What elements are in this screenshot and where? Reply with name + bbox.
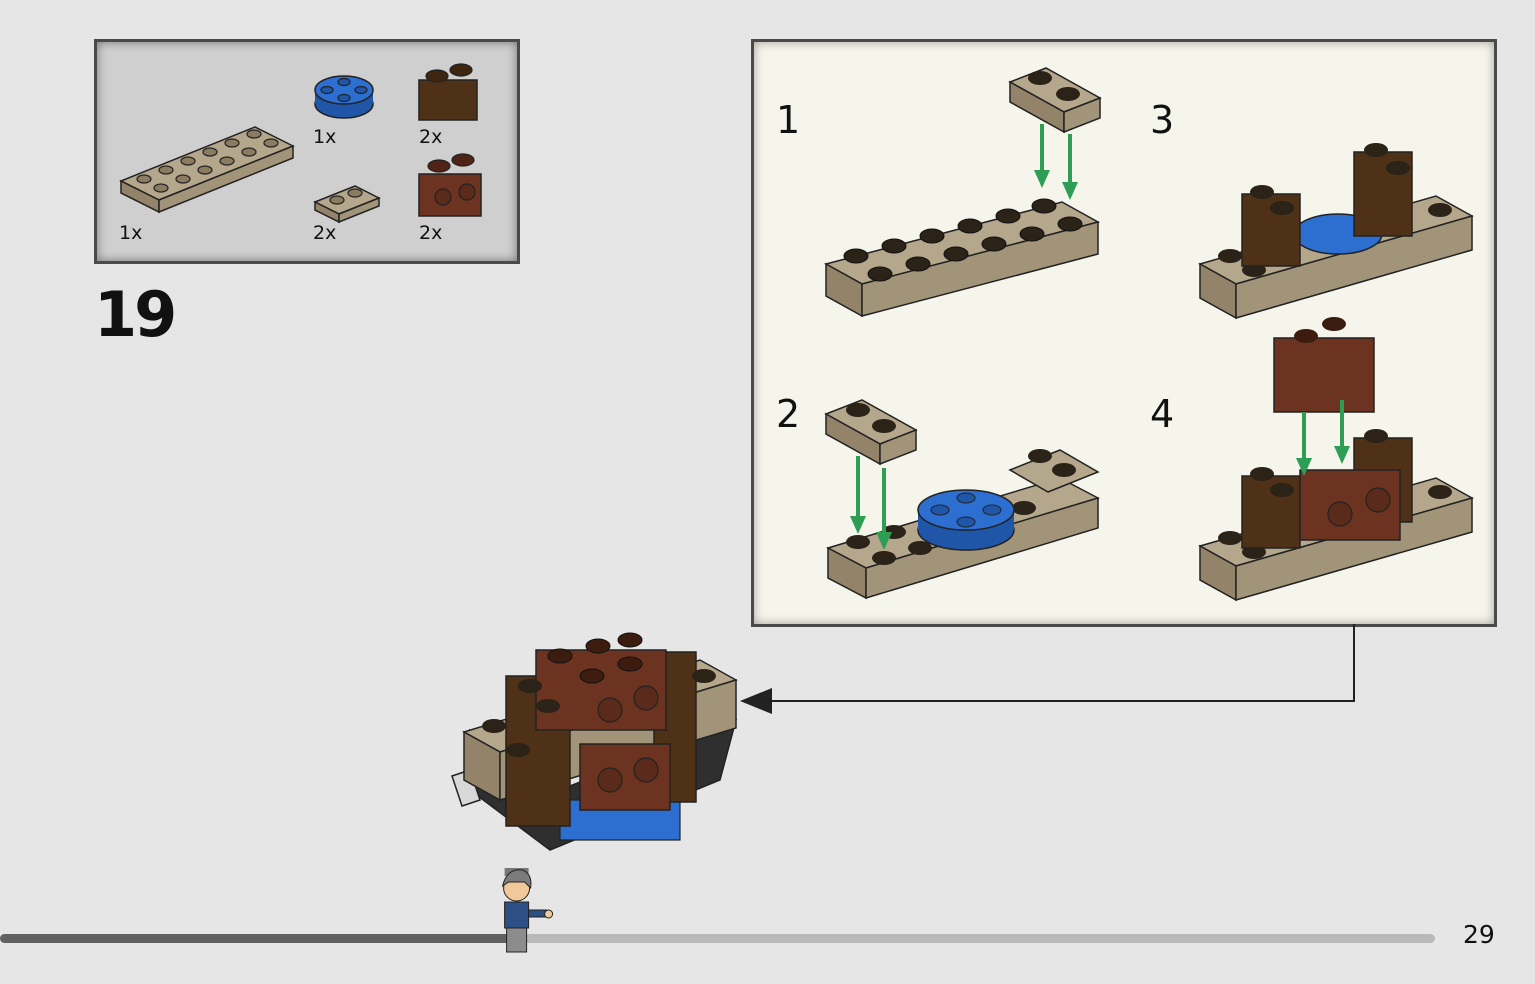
qty-dark-brown-brick: 2x — [419, 126, 443, 148]
sub-step-label-2: 2 — [776, 392, 801, 436]
sub-step-3-illustration — [1198, 143, 1474, 320]
sub-step-label-3: 3 — [1150, 98, 1175, 142]
callout-connector-arrow — [740, 624, 1355, 714]
blue-round-plate-icon — [314, 75, 374, 119]
qty-tan-plate-2x6: 1x — [119, 222, 143, 244]
sub-step-4-illustration — [1198, 317, 1474, 602]
page-number: 29 — [1463, 920, 1495, 949]
sub-step-1-illustration — [824, 67, 1102, 318]
reddish-brown-brick-icon — [418, 153, 482, 217]
sub-step-label-4: 4 — [1150, 392, 1175, 436]
dark-brown-brick-icon — [418, 63, 478, 121]
sub-steps-callout: 1 2 3 4 — [751, 39, 1497, 627]
sub-steps-illustration — [824, 67, 1474, 602]
progress-minifig-icon — [501, 868, 554, 953]
parts-illustration — [119, 63, 482, 224]
parts-list-box: 1x 1x 2x 2x 2x — [94, 39, 520, 264]
main-assembly-model — [451, 632, 738, 851]
sub-step-2-illustration — [824, 399, 1100, 600]
step-number: 19 — [94, 278, 177, 351]
qty-blue-round-plate: 1x — [313, 126, 337, 148]
sub-step-label-1: 1 — [776, 98, 801, 142]
progress-bar — [0, 934, 1435, 943]
qty-reddish-brown-brick: 2x — [419, 222, 443, 244]
tan-plate-2x6-icon — [119, 126, 295, 214]
tan-plate-1x2-icon — [313, 185, 381, 224]
qty-tan-plate-1x2: 2x — [313, 222, 337, 244]
